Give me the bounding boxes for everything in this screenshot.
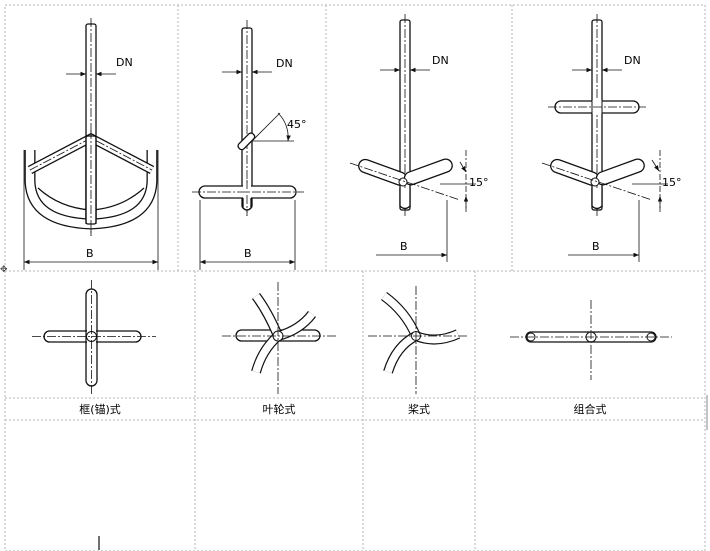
dim-b-label: B (86, 247, 94, 260)
table-move-handle-icon[interactable]: ✥ (0, 265, 8, 275)
caption-combined: 组合式 (573, 403, 607, 416)
dim-b-label-3: B (400, 240, 408, 253)
frame-anchor-side-view: DN B (23, 18, 159, 270)
table-grid (4, 4, 706, 551)
angle-15-label: 15° (469, 176, 489, 189)
caption-frame-anchor: 框(锚)式 (79, 403, 121, 416)
paddle-top-view (368, 286, 468, 394)
angle-45-label: 45° (287, 118, 307, 131)
combined-top-view (510, 300, 672, 380)
angle-15-label-2: 15° (662, 176, 682, 189)
dim-dn-label-3: DN (432, 54, 449, 67)
frame-anchor-top-view (32, 280, 156, 394)
impeller-side-view: 45° DN B (192, 20, 307, 270)
dim-b-label-2: B (244, 247, 252, 260)
dim-b-label-4: B (592, 240, 600, 253)
combined-side-view: 15° DN B (541, 14, 682, 262)
paddle-side-view: 15° DN B (349, 14, 489, 262)
impeller-top-view (222, 282, 336, 394)
dim-dn-label-2: DN (276, 57, 293, 70)
dim-dn-label: DN (116, 56, 133, 69)
caption-paddle: 桨式 (408, 403, 430, 416)
dim-dn-label-4: DN (624, 54, 641, 67)
caption-impeller: 叶轮式 (262, 403, 296, 416)
